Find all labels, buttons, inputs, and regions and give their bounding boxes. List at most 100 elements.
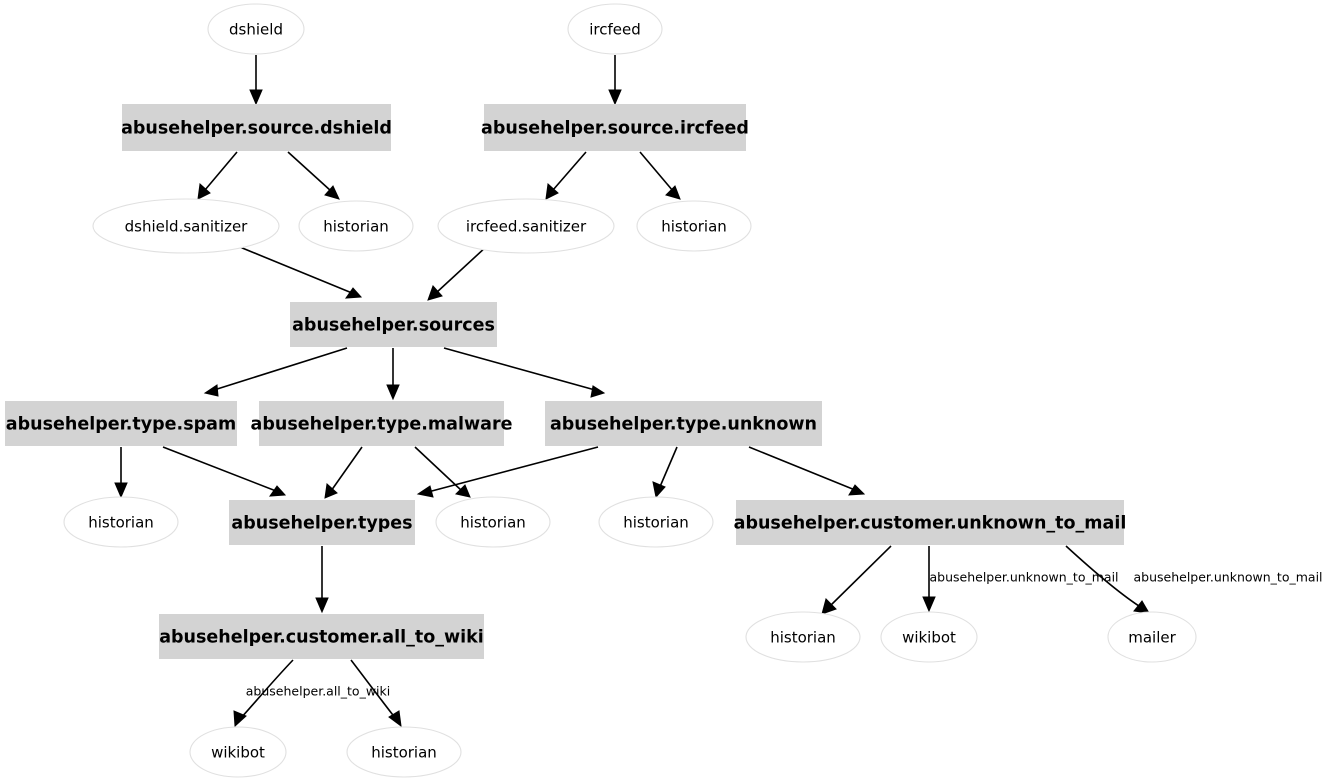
edge-line <box>1065 545 1143 609</box>
edge-src_dshield-to-dshield_sanitizer <box>197 151 238 200</box>
arrowhead-icon <box>315 597 329 614</box>
edge-line <box>162 446 277 492</box>
edge-line <box>287 151 332 192</box>
node-mailer[interactable]: mailer <box>1107 611 1197 663</box>
edge-cust_unknown_mail-to-mailer <box>1065 545 1150 614</box>
arrowhead-icon <box>324 483 338 499</box>
edge-sources-to-type_spam <box>203 347 348 397</box>
edge-line <box>330 446 363 492</box>
edge-line <box>828 545 892 608</box>
edge-line <box>639 151 674 192</box>
node-wikibot_b[interactable]: wikibot <box>189 726 287 778</box>
node-src_dshield[interactable]: abusehelper.source.dshield <box>121 104 392 151</box>
arrowhead-icon <box>249 89 263 106</box>
node-label: abusehelper.customer.all_to_wiki <box>159 628 484 648</box>
node-ellipse-shape <box>636 200 752 252</box>
node-box-shape <box>229 500 415 545</box>
edge-line <box>552 151 587 191</box>
node-historian_b[interactable]: historian <box>636 200 752 252</box>
node-label: wikibot <box>902 629 956 647</box>
edge-src_ircfeed-to-historian_b <box>639 151 681 200</box>
node-label: historian <box>460 514 526 532</box>
node-dshield_sanitizer[interactable]: dshield.sanitizer <box>92 198 280 254</box>
node-ellipse-shape <box>63 496 179 548</box>
arrowhead-icon <box>922 596 936 613</box>
node-label: abusehelper.type.malware <box>251 415 513 435</box>
node-ellipse-shape <box>437 198 615 254</box>
edge-line <box>443 347 596 391</box>
edge-types-to-cust_all_to_wiki <box>315 546 329 614</box>
node-type_spam[interactable]: abusehelper.type.spam <box>5 401 237 446</box>
edge-type_spam-to-types <box>162 446 287 497</box>
node-label: wikibot <box>211 744 265 762</box>
node-label: historian <box>371 744 437 762</box>
edge-cust_all_to_wiki-to-historian_g <box>350 659 402 728</box>
node-historian_d[interactable]: historian <box>435 496 551 548</box>
node-label: abusehelper.type.spam <box>6 415 236 435</box>
node-historian_e[interactable]: historian <box>598 496 714 548</box>
node-type_unknown[interactable]: abusehelper.type.unknown <box>545 401 822 446</box>
node-box-shape <box>122 104 391 151</box>
edge-cust_unknown_mail-to-wikibot_a <box>922 546 936 613</box>
node-historian_c[interactable]: historian <box>63 496 179 548</box>
node-label: abusehelper.source.dshield <box>121 119 392 139</box>
arrowhead-icon <box>652 481 666 499</box>
node-ellipse-shape <box>298 200 414 252</box>
arrowhead-icon <box>203 384 219 397</box>
edge-cust_all_to_wiki-to-wikibot_b <box>233 659 294 728</box>
arrowhead-icon <box>233 710 247 728</box>
node-box-shape <box>159 614 484 659</box>
node-box-shape <box>290 302 497 347</box>
node-dshield[interactable]: dshield <box>207 3 305 55</box>
edge-type_unknown-to-historian_e <box>652 446 678 499</box>
node-label: abusehelper.type.unknown <box>550 415 817 435</box>
node-label: historian <box>88 514 154 532</box>
node-ircfeed_sanitizer[interactable]: ircfeed.sanitizer <box>437 198 615 254</box>
edge-line <box>414 446 463 492</box>
node-src_ircfeed[interactable]: abusehelper.source.ircfeed <box>481 104 749 151</box>
edge-line <box>213 347 348 391</box>
arrowhead-icon <box>388 710 402 728</box>
node-sources[interactable]: abusehelper.sources <box>290 302 497 347</box>
node-ellipse-shape <box>567 3 663 55</box>
node-types[interactable]: abusehelper.types <box>229 500 415 545</box>
arrowhead-icon <box>114 482 128 499</box>
edge-type_unknown-to-types <box>416 446 599 498</box>
node-ellipse-shape <box>207 3 305 55</box>
arrowhead-icon <box>545 182 559 200</box>
edge-type_unknown-to-cust_unknown_mail <box>748 446 866 496</box>
node-ircfeed[interactable]: ircfeed <box>567 3 663 55</box>
edge-ircfeed_sanitizer-to-sources <box>427 245 488 301</box>
node-label: historian <box>770 629 836 647</box>
arrowhead-icon <box>268 485 287 497</box>
arrowhead-icon <box>416 485 434 498</box>
node-label: historian <box>623 514 689 532</box>
arrowhead-icon <box>344 287 363 299</box>
edge-line <box>234 244 353 294</box>
node-cust_all_to_wiki[interactable]: abusehelper.customer.all_to_wiki <box>159 614 484 659</box>
node-box-shape <box>736 500 1124 545</box>
node-ellipse-shape <box>346 726 462 778</box>
edges-layer <box>114 55 1150 728</box>
node-ellipse-shape <box>435 496 551 548</box>
node-label: abusehelper.sources <box>292 316 495 336</box>
arrowhead-icon <box>608 89 622 106</box>
node-box-shape <box>259 401 504 446</box>
nodes-layer: dshield ircfeed abusehelper.source.dshield… <box>5 3 1197 778</box>
node-historian_a[interactable]: historian <box>298 200 414 252</box>
node-label: historian <box>661 218 727 236</box>
node-label: mailer <box>1128 629 1176 647</box>
node-label: historian <box>323 218 389 236</box>
node-wikibot_a[interactable]: wikibot <box>880 611 978 663</box>
node-label: dshield.sanitizer <box>125 218 249 236</box>
node-ellipse-shape <box>598 496 714 548</box>
node-type_malware[interactable]: abusehelper.type.malware <box>251 401 513 446</box>
node-historian_f[interactable]: historian <box>745 611 861 663</box>
node-cust_unknown_mail[interactable]: abusehelper.customer.unknown_to_mail <box>734 500 1127 545</box>
node-label: abusehelper.types <box>231 514 412 534</box>
node-historian_g[interactable]: historian <box>346 726 462 778</box>
edge-line <box>435 245 488 294</box>
edge-sources-to-type_unknown <box>443 347 606 398</box>
